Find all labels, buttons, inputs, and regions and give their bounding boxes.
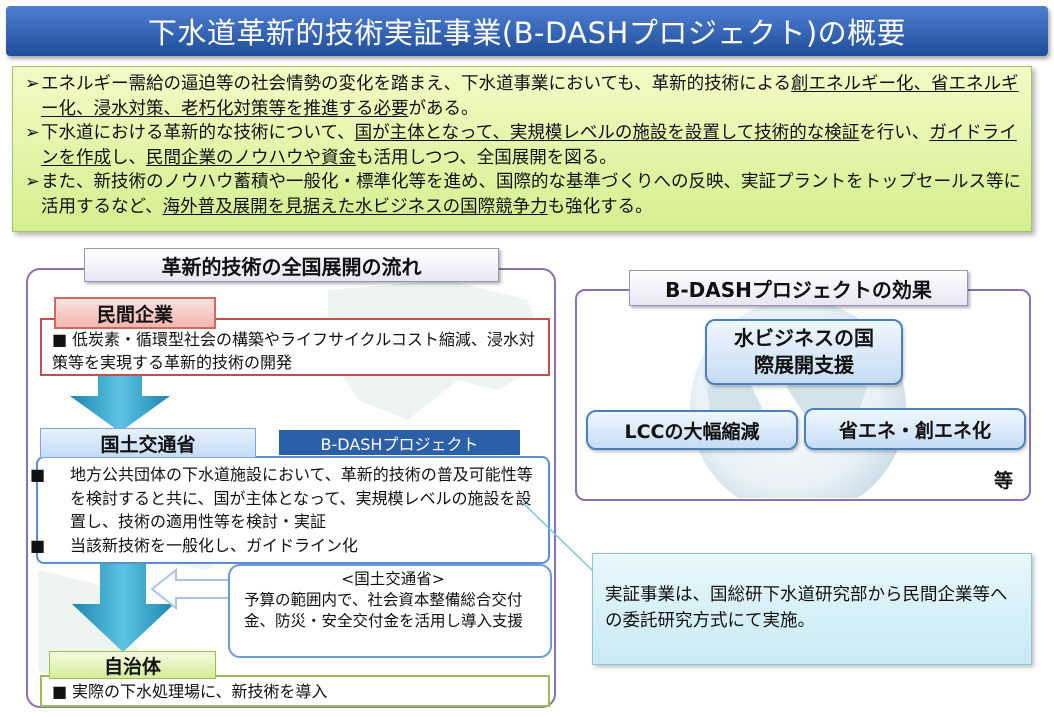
mlit-label: 国土交通省 [40, 428, 256, 458]
private-company-text: 低炭素・循環型社会の構築やライフサイクルコスト縮減、浸水対策等を実現する革新的技… [52, 330, 535, 372]
summary-box: ➢ エネルギー需給の逼迫等の社会情勢の変化を踏まえ、下水道事業においても、革新的… [12, 66, 1032, 232]
summary-text: エネルギー需給の逼迫等の社会情勢の変化を踏まえ、下水道事業においても、革新的技術… [41, 72, 1021, 121]
square-bullet-icon: ■ [30, 535, 46, 555]
mlit-item-2: ■ 当該新技術を一般化し、ガイドライン化 [30, 534, 538, 558]
local-government-text: 実際の下水処理場に、新技術を導入 [72, 682, 328, 701]
water-business-effect: 水ビジネスの国際展開支援 [705, 319, 903, 385]
arrow-bullet-icon: ➢ [25, 172, 40, 192]
summary-underlined-segment: 民間企業のノウハウや資金 [146, 147, 356, 168]
summary-text: 下水道における革新的な技術について、国が主体となって、実規模レベルの施設を設置し… [41, 121, 1021, 170]
etc-label: 等 [994, 470, 1014, 492]
mlit-box: ■ 地方公共団体の下水道施設において、革新的技術の普及可能性等を検討すると共に、国… [30, 456, 550, 564]
summary-underlined-segment: 創エネルギー化、省エネルギー化、浸水対策、老朽化対策等を推進する必要 [41, 74, 1019, 119]
summary-segment: エネルギー需給の逼迫等の社会情勢の変化を踏まえ、下水道事業においても、革新的技術… [41, 74, 792, 94]
summary-underlined-segment: 国が主体となって、実規模レベルの施設を設置して技術的な検証 [354, 123, 860, 143]
summary-item-1: ➢ エネルギー需給の逼迫等の社会情勢の変化を踏まえ、下水道事業においても、革新的… [25, 72, 1021, 121]
square-bullet-icon: ■ [52, 682, 68, 701]
energy-saving-effect: 省エネ・創エネ化 [804, 408, 1026, 450]
down-arrow-2 [72, 560, 174, 652]
page-title: 下水道革新的技術実証事業(B-DASHプロジェクト)の概要 [6, 6, 1048, 56]
mlit-item-1: ■ 地方公共団体の下水道施設において、革新的技術の普及可能性等を検討すると共に、国… [30, 463, 538, 534]
lcc-reduction-effect: LCCの大幅縮減 [586, 410, 798, 450]
summary-segment: また、新技術のノウハウ蓄積や一般化・標準化等を進め、国際的な基準づくりへの反映、… [41, 172, 1021, 217]
summary-item-3: ➢ また、新技術のノウハウ蓄積や一般化・標準化等を進め、国際的な基準づくりへの反… [25, 170, 1021, 219]
bdash-project-tag: B-DASHプロジェクト [279, 430, 520, 455]
arrow-bullet-icon: ➢ [25, 123, 40, 143]
arrow-bullet-icon: ➢ [25, 74, 40, 94]
square-bullet-icon: ■ [52, 330, 68, 349]
local-government-label: 自治体 [49, 651, 216, 679]
flow-panel-title: 革新的技術の全国展開の流れ [84, 248, 499, 282]
local-government-box: ■実際の下水処理場に、新技術を導入 [40, 675, 550, 707]
summary-text: また、新技術のノウハウ蓄積や一般化・標準化等を進め、国際的な基準づくりへの反映、… [41, 170, 1021, 219]
effects-panel-title: B-DASHプロジェクトの効果 [629, 270, 968, 306]
summary-segment: し、 [111, 147, 146, 168]
private-company-label: 民間企業 [54, 297, 216, 329]
summary-segment: も強化する。 [547, 196, 653, 217]
water-business-text: 水ビジネスの国際展開支援 [734, 326, 874, 377]
square-bullet-icon: ■ [30, 465, 46, 484]
callout-connector [521, 501, 595, 573]
summary-item-2: ➢ 下水道における革新的な技術について、国が主体となって、実規模レベルの施設を設… [25, 121, 1021, 170]
mlit-item-text: 当該新技術を一般化し、ガイドライン化 [70, 535, 359, 555]
summary-segment: を行い、 [859, 123, 930, 143]
mlit-support-title: <国土交通省> [341, 570, 445, 588]
callout-box: 実証事業は、国総研下水道研究部から民間企業等への委託研究方式にて実施。 [592, 553, 1032, 665]
summary-underlined-segment: 海外普及展開を見据えた水ビジネスの国際競争力 [162, 196, 548, 217]
mlit-item-text: 地方公共団体の下水道施設において、革新的技術の普及可能性等を検討すると共に、国が… [70, 465, 533, 531]
left-support-arrow [150, 568, 231, 610]
summary-segment: 下水道における革新的な技術について、 [41, 123, 355, 143]
summary-underlined-segment: ガイドラインを作成 [41, 123, 1017, 168]
mlit-support-text: 予算の範囲内で、社会資本整備総合交付金、防災・安全交付金を活用し導入支援 [244, 591, 524, 630]
down-arrow-1 [70, 376, 170, 432]
mlit-support-box: <国土交通省> 予算の範囲内で、社会資本整備総合交付金、防災・安全交付金を活用し… [228, 564, 552, 658]
summary-segment: も活用しつつ、全国展開を図る。 [356, 147, 617, 168]
summary-segment: がある。 [408, 98, 479, 119]
